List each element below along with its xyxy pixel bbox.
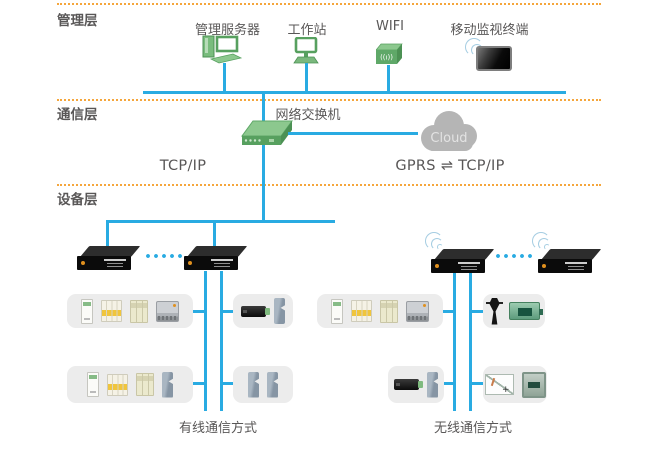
gateway-dotted-link <box>492 254 532 258</box>
card-connector <box>192 382 204 385</box>
circuit-breaker-device <box>101 300 122 322</box>
mobile-terminal-icon <box>476 46 512 71</box>
device-card <box>317 294 443 328</box>
card-connector <box>472 382 483 385</box>
wired-branch-line <box>204 271 207 411</box>
device-card <box>483 366 547 403</box>
device-card <box>483 294 545 328</box>
switch-trunk-line <box>262 93 265 222</box>
switch-to-cloud-line <box>288 132 418 135</box>
din-module-device <box>87 372 99 397</box>
management-bus-line <box>143 91 566 94</box>
diagram-device <box>484 374 514 395</box>
din-module-device <box>331 298 343 324</box>
layer-label-communication: 通信层 <box>57 107 98 123</box>
surge-block-device <box>136 373 154 396</box>
surge-unit-device <box>162 371 173 398</box>
device-card <box>388 366 444 403</box>
tcpip-label: TCP/IP <box>159 158 207 174</box>
wifi-label: WIFI <box>376 19 404 34</box>
svg-text:((ı)): ((ı)) <box>380 54 393 62</box>
meter-box-device <box>521 371 546 398</box>
workstation-icon <box>293 37 319 64</box>
sensor-device <box>241 305 270 317</box>
cloud-label: Cloud <box>430 131 467 146</box>
device-card <box>67 294 193 328</box>
cloud-icon: Cloud <box>421 111 477 151</box>
device-card <box>233 366 293 403</box>
workstation-drop-line <box>305 63 308 92</box>
layer-separator-middle <box>57 99 601 101</box>
server-drop-line <box>223 63 226 92</box>
circuit-breaker-device <box>351 300 372 322</box>
wifi-ap-icon: ((ı)) <box>376 43 403 64</box>
surge-unit-device <box>274 298 285 324</box>
din-module-device <box>81 298 93 324</box>
layer-separator-bottom <box>57 184 601 186</box>
wifi-waves-icon <box>530 230 550 250</box>
device-card <box>67 366 193 403</box>
wifi-drop-line <box>387 65 390 92</box>
gateway-device <box>184 245 248 271</box>
wireless-branch-line <box>453 273 456 411</box>
device-card <box>233 294 293 328</box>
gateway1-drop-line <box>106 222 109 247</box>
surge-unit-device <box>248 371 259 398</box>
card-connector <box>472 310 483 313</box>
meter-module-device <box>406 300 429 322</box>
wireless-gateway-device <box>431 248 495 274</box>
green-transducer-device <box>509 302 543 320</box>
network-switch-icon <box>241 120 293 145</box>
wireless-branch-line <box>469 273 472 411</box>
switch-label: 网络交换机 <box>275 108 341 123</box>
surge-block-device <box>380 299 398 323</box>
wired-mode-label: 有线通信方式 <box>178 421 257 436</box>
wireless-mode-label: 无线通信方式 <box>433 421 512 436</box>
surge-block-device <box>130 299 148 323</box>
card-connector <box>223 310 233 313</box>
card-connector <box>192 310 204 313</box>
surge-unit-device <box>427 371 438 398</box>
sensor-device <box>394 379 423 390</box>
card-connector <box>442 310 453 313</box>
server-label: 管理服务器 <box>194 23 260 38</box>
wifi-waves-icon <box>423 230 443 250</box>
gateway-dotted-link <box>142 254 182 258</box>
workstation-label: 工作站 <box>287 23 327 38</box>
surge-unit-device <box>267 371 278 398</box>
circuit-breaker-device <box>107 373 128 396</box>
gateway-device <box>77 245 141 271</box>
device-bus-line <box>106 220 335 223</box>
arrester-sensor-device <box>486 298 503 325</box>
server-icon <box>202 35 242 64</box>
card-connector <box>223 382 233 385</box>
wireless-gateway-device <box>538 248 602 274</box>
gprs-tcpip-label: GPRS ⇌ TCP/IP <box>395 158 505 174</box>
wired-branch-line <box>220 271 223 411</box>
meter-module-device <box>156 300 179 322</box>
layer-separator-top <box>57 3 601 5</box>
card-connector <box>442 382 453 385</box>
layer-label-management: 管理层 <box>57 13 98 29</box>
gateway2-drop-line <box>213 222 216 247</box>
mobile-terminal-label: 移动监视终端 <box>450 23 529 38</box>
layer-label-device: 设备层 <box>57 192 98 208</box>
